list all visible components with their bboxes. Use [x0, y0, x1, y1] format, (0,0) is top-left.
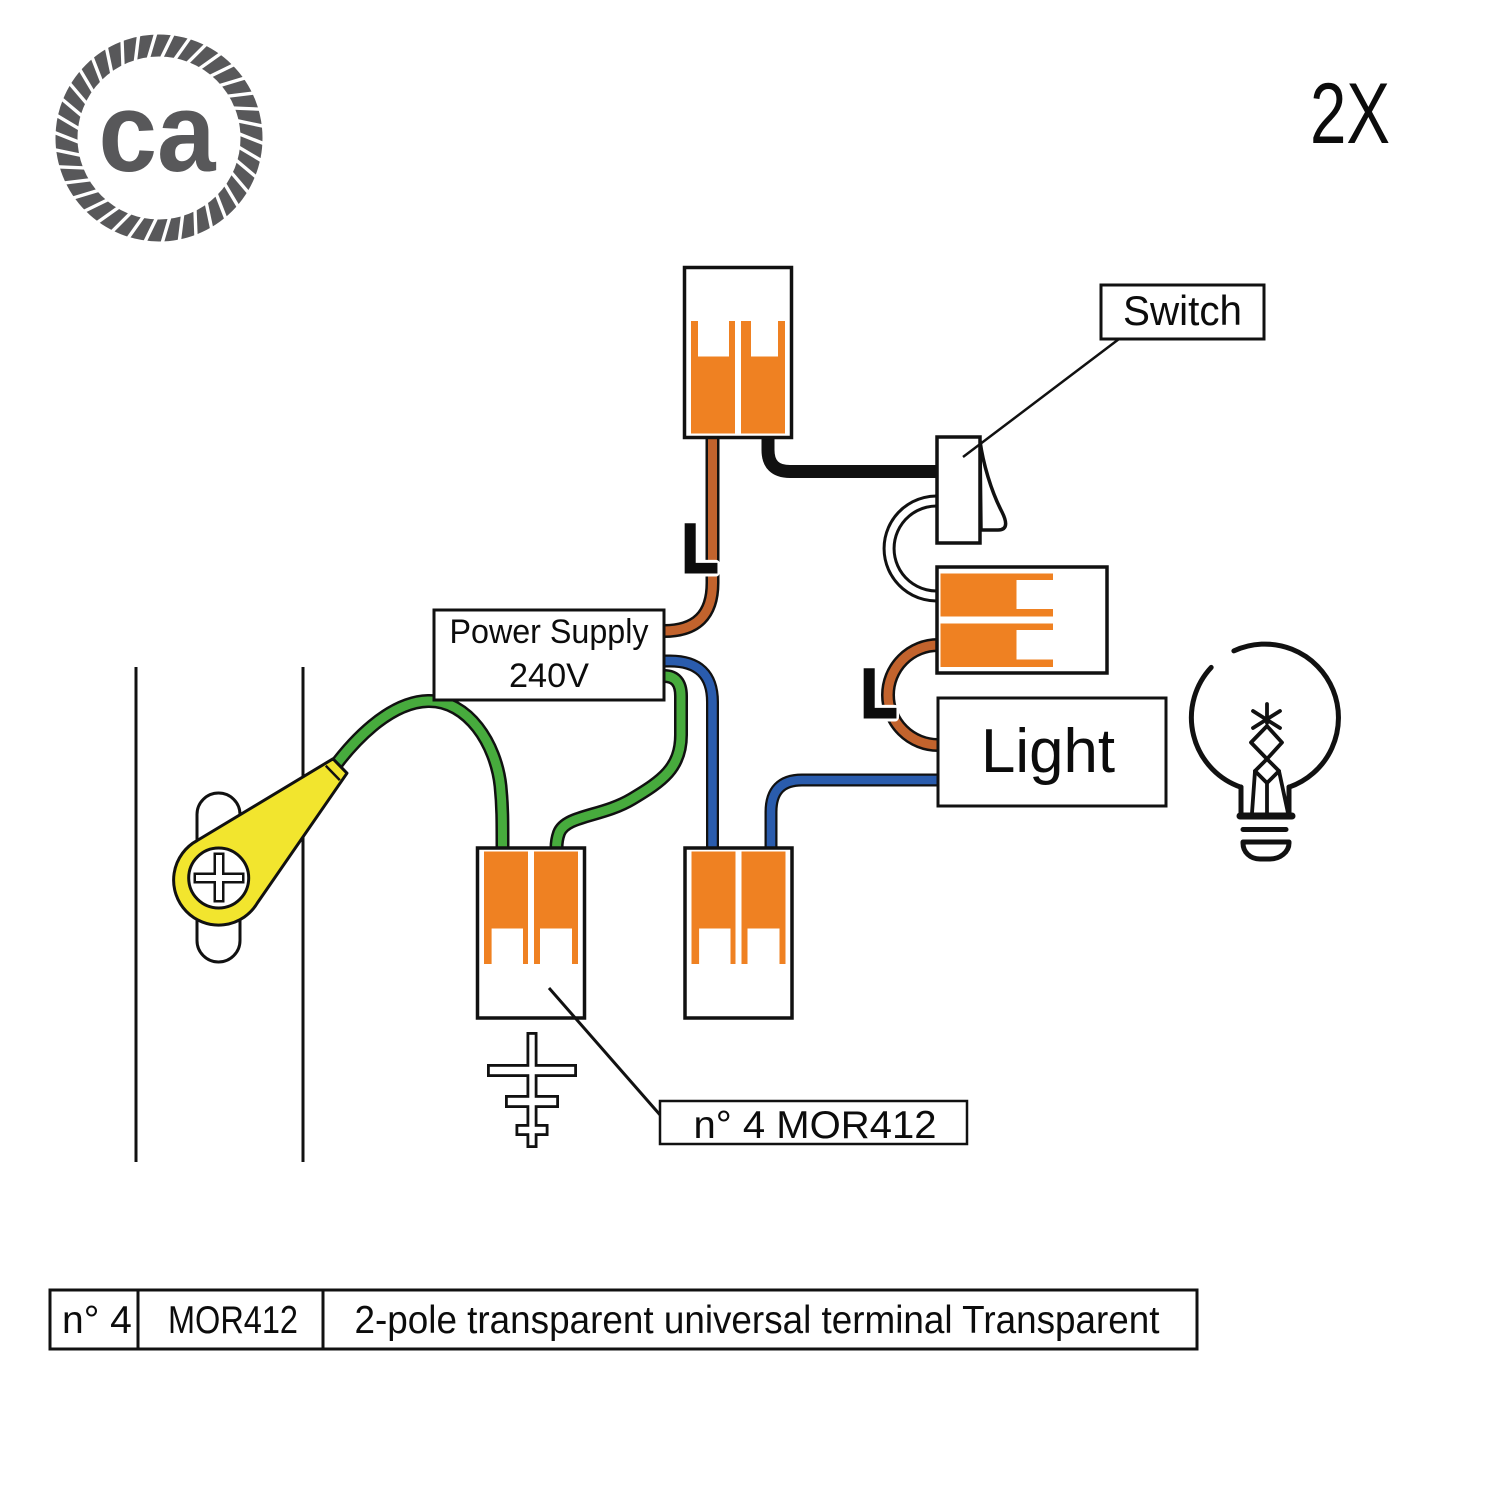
svg-text:n° 4: n° 4 [62, 1299, 132, 1342]
svg-text:Switch: Switch [1123, 287, 1242, 334]
svg-text:2X: 2X [1310, 66, 1390, 162]
svg-text:Power Supply: Power Supply [450, 613, 649, 651]
svg-text:L: L [861, 655, 897, 732]
svg-text:MOR412: MOR412 [168, 1299, 298, 1342]
svg-text:L: L [861, 655, 897, 732]
svg-text:240V: 240V [509, 657, 589, 695]
svg-text:2-pole transparent universal t: 2-pole transparent universal terminal Tr… [355, 1299, 1160, 1342]
svg-text:ca: ca [99, 70, 217, 195]
svg-text:L: L [682, 510, 718, 587]
svg-text:Light: Light [981, 717, 1115, 786]
svg-text:n° 4 MOR412: n° 4 MOR412 [694, 1104, 937, 1147]
svg-text:L: L [682, 510, 718, 587]
